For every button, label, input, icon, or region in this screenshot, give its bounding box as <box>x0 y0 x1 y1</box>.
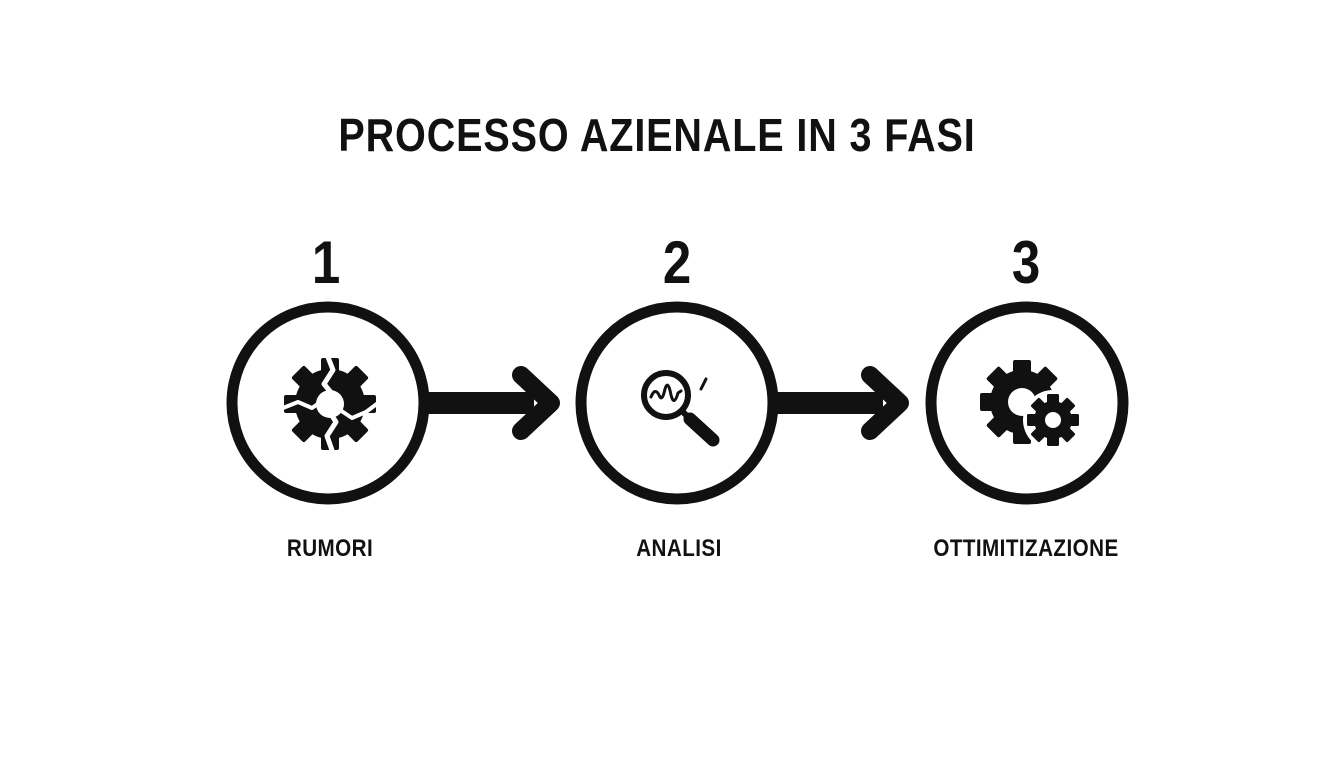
diagram-title: PROCESSO AZIENALE IN 3 FASI <box>338 109 976 161</box>
step-2-label: ANALISI <box>636 535 722 562</box>
arrow-1-to-2 <box>428 366 560 440</box>
broken-gear-icon <box>277 351 384 457</box>
step-3-number: 3 <box>1011 229 1041 296</box>
arrow-2-to-3 <box>777 366 909 440</box>
step-2-circle <box>575 301 779 505</box>
step-3-label: OTTIMITIZAZIONE <box>933 535 1119 562</box>
step-1-number: 1 <box>311 229 341 296</box>
step-1-label: RUMORI <box>286 535 374 562</box>
step-2-number: 2 <box>662 229 692 296</box>
gears-icon <box>980 360 1083 450</box>
step-1-circle <box>226 301 430 505</box>
magnifier-waveform-icon <box>641 370 720 447</box>
step-3-circle <box>925 301 1129 505</box>
